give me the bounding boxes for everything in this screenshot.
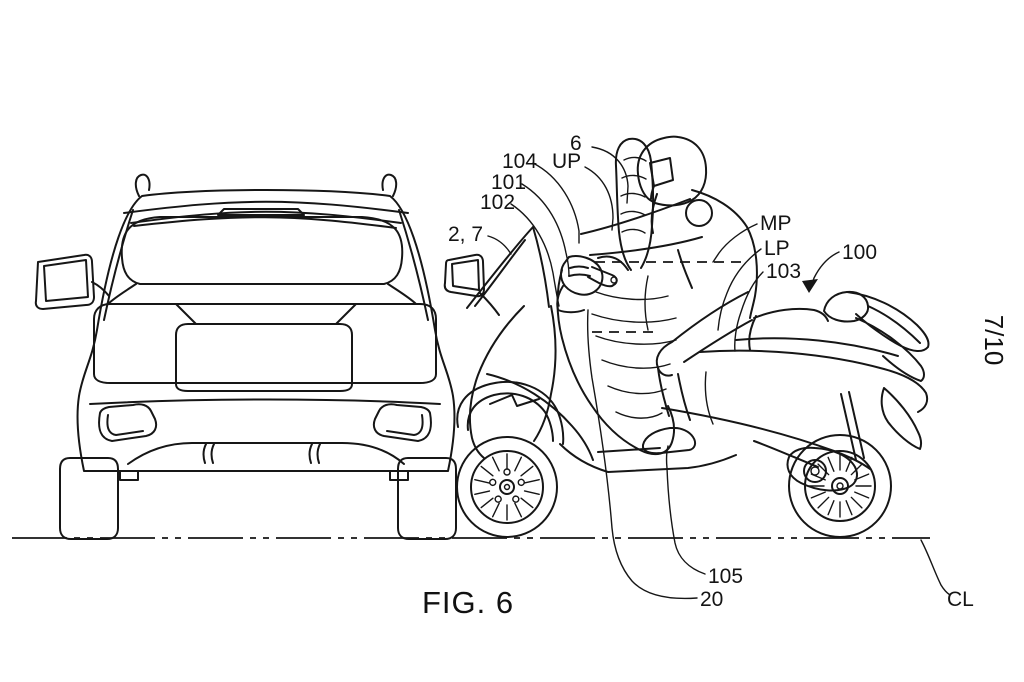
leader-mp	[712, 223, 758, 263]
car-rear-view	[34, 173, 457, 540]
scooter-seat	[748, 307, 829, 351]
airbag-main-wrinkles	[591, 275, 677, 419]
leader-lines	[487, 146, 951, 600]
car-window-trim	[133, 216, 397, 229]
leader-lp	[717, 248, 762, 331]
rider	[556, 135, 758, 455]
scooter-leg-shield	[469, 305, 594, 461]
leader-105	[665, 445, 706, 575]
car-tow-notches	[119, 470, 409, 481]
car-bumper-crease	[89, 398, 441, 405]
car-body	[76, 189, 456, 472]
ref-label-105: 105	[708, 565, 744, 588]
ref-label-cl: CL	[947, 588, 974, 611]
airbag-upper-wrinkles	[620, 156, 647, 234]
ref-label-100: 100	[842, 241, 878, 264]
scooter-rear-wheel	[788, 434, 892, 538]
leader-101	[521, 183, 570, 277]
car-license-recess	[175, 323, 353, 392]
page-number: 7/10	[979, 314, 1009, 366]
rider-boot	[641, 427, 697, 455]
arrowhead-100	[802, 279, 818, 293]
impact-plane-lines	[592, 261, 745, 333]
ref-label-up: UP	[552, 150, 582, 173]
scooter	[443, 226, 930, 538]
scooter-mirror	[443, 253, 500, 316]
car-rear-window	[120, 216, 404, 285]
leader-cl	[920, 539, 951, 596]
car-pillar-lines	[103, 209, 429, 321]
ref-label-mp: MP	[760, 212, 792, 235]
scooter-floorboard	[559, 443, 737, 473]
airbag-upper-lobe	[614, 137, 655, 271]
ref-label-104: 104	[502, 150, 538, 173]
ref-label-2-7: 2, 7	[448, 223, 484, 246]
car-spoiler	[123, 200, 409, 224]
leader-100	[811, 251, 840, 285]
scooter-muffler-cap	[803, 459, 827, 483]
airbag-main-body	[556, 255, 676, 456]
car-left-mirror	[34, 253, 110, 310]
rider-far-leg	[704, 371, 714, 425]
rider-shoulder	[685, 199, 713, 227]
rider-thigh	[655, 291, 753, 377]
scooter-tail-cowl	[846, 291, 930, 382]
car-taillight-dividers	[175, 303, 357, 325]
rider-shin	[657, 367, 691, 421]
car-exhaust-right	[372, 403, 432, 442]
leader-104	[532, 162, 580, 244]
leader-103	[734, 271, 764, 352]
rider-arm	[580, 198, 703, 256]
rider-back	[691, 189, 758, 319]
leader-up	[584, 166, 614, 231]
ref-label-102: 102	[480, 191, 516, 214]
rider-helmet	[636, 135, 708, 207]
scooter-rear-body	[661, 337, 929, 470]
scooter-backrest	[823, 290, 870, 323]
scooter-rear-fender	[880, 387, 923, 450]
rider-hand	[556, 255, 604, 314]
leader-102	[510, 203, 560, 307]
leader-6	[591, 146, 629, 204]
ref-label-lp: LP	[764, 237, 790, 260]
leader-2-7	[487, 235, 512, 255]
car-brake-light	[217, 208, 305, 216]
figure-title: FIG. 6	[422, 585, 515, 620]
leader-20	[586, 309, 698, 600]
grip-end-cap	[610, 276, 618, 284]
scooter-front-wheel	[456, 436, 558, 538]
car-roof-rail-hooks	[134, 173, 398, 197]
ref-label-103: 103	[766, 260, 802, 283]
car-taillight-band	[93, 303, 437, 384]
scooter-front-fender	[456, 380, 565, 445]
car-left-wheel	[59, 457, 119, 540]
ref-label-101: 101	[491, 171, 527, 194]
ref-label-20: 20	[700, 588, 724, 611]
airbag	[556, 137, 677, 456]
ref-label-6: 6	[570, 132, 582, 155]
scooter-windscreen	[466, 226, 550, 309]
car-right-wheel	[397, 457, 457, 540]
car-exhaust-left	[98, 403, 158, 442]
car-valance	[127, 442, 405, 465]
